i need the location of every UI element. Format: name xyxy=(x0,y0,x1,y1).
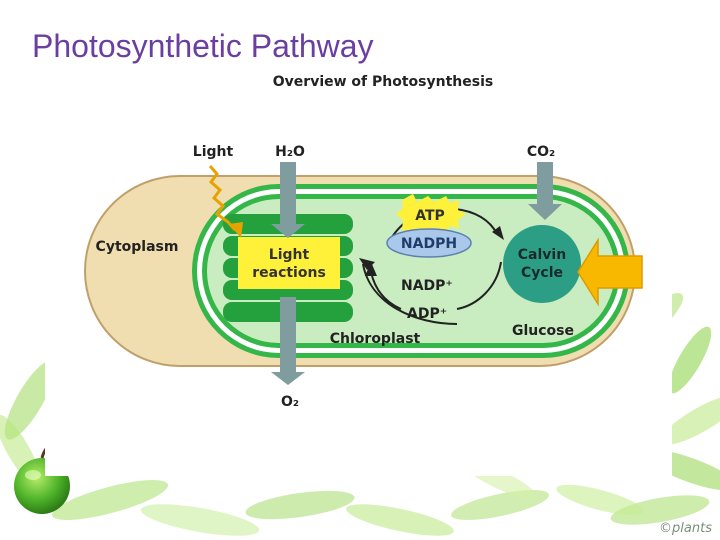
light-arrowhead xyxy=(229,222,243,238)
calvin-label-line1: Calvin xyxy=(518,247,566,263)
light-icon xyxy=(208,165,237,231)
slide-title: Photosynthetic Pathway xyxy=(32,28,374,64)
o2-arrow xyxy=(271,297,305,385)
watermark: ©plants xyxy=(659,521,712,536)
adp-label: ADP⁺ xyxy=(407,306,447,322)
light-reactions-label-line2: reactions xyxy=(252,265,326,281)
highlight-arrow xyxy=(577,237,643,307)
calvin-cycle-circle: Calvin Cycle xyxy=(503,225,581,303)
nadph-label: NADPH xyxy=(401,236,457,252)
co2-arrow xyxy=(528,162,562,220)
nadp-label: NADP⁺ xyxy=(401,278,453,294)
cytoplasm-label: Cytoplasm xyxy=(96,239,179,255)
co2-input-label: CO₂ xyxy=(527,144,555,160)
h2o-arrow xyxy=(271,162,305,238)
light-reactions-label-line1: Light xyxy=(269,247,310,263)
photosynthesis-diagram: Light reactions Calvin Cycle xyxy=(45,72,672,476)
nadph-pill: NADPH xyxy=(386,228,472,258)
oxygen-output-label: O₂ xyxy=(281,394,299,410)
water-input-label: H₂O xyxy=(275,144,305,160)
atp-badge: ATP xyxy=(396,194,466,234)
light-input-label: Light xyxy=(193,144,234,160)
light-reactions-box: Light reactions xyxy=(238,237,340,289)
chloroplast-label: Chloroplast xyxy=(330,331,421,347)
atp-label: ATP xyxy=(415,208,445,224)
glucose-output-label: Glucose xyxy=(512,323,574,339)
diagram-title: Overview of Photosynthesis xyxy=(273,74,493,90)
calvin-label-line2: Cycle xyxy=(521,265,563,281)
